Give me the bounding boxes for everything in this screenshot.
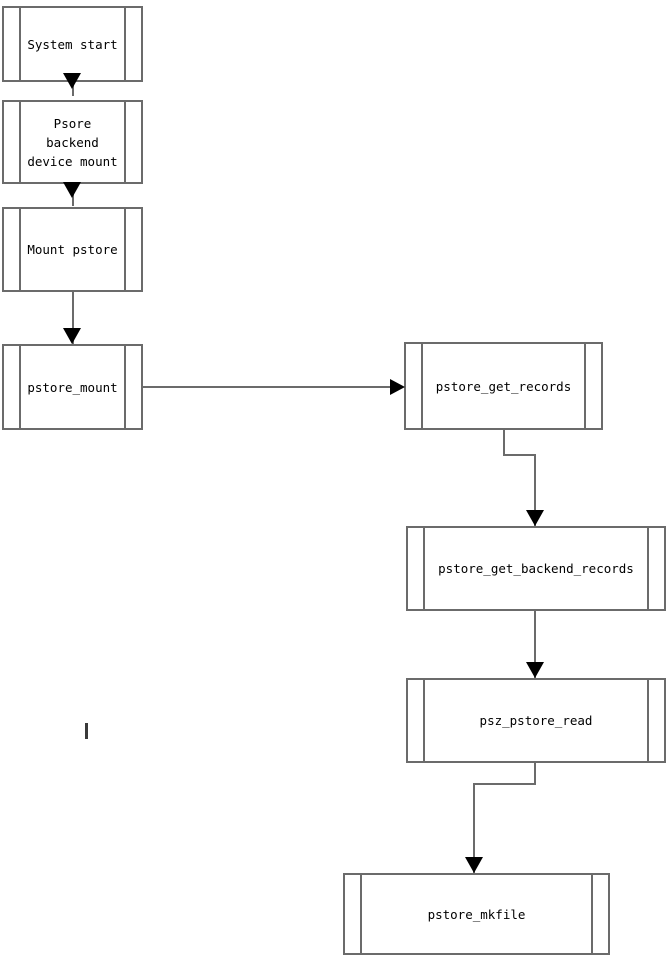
edge-psz-read-to-mkfile (473, 783, 475, 873)
stray-tick-mark (85, 723, 88, 739)
subroutine-left-bar (423, 528, 425, 609)
subroutine-right-bar (124, 102, 126, 182)
node-label: pstore_mkfile (427, 906, 526, 922)
subroutine-left-bar (423, 680, 425, 761)
node-mount-pstore[interactable]: Mount pstore (2, 207, 143, 292)
subroutine-right-bar (591, 875, 593, 953)
subroutine-left-bar (19, 8, 21, 80)
edge-psz-read-drop (534, 763, 536, 785)
edge-pstore-mount-to-get-records (143, 386, 393, 388)
node-label: System start (27, 36, 118, 52)
node-pstore-get-backend-records[interactable]: pstore_get_backend_records (406, 526, 666, 611)
node-pstore-mkfile[interactable]: pstore_mkfile (343, 873, 610, 955)
subroutine-right-bar (124, 8, 126, 80)
node-system-start[interactable]: System start (2, 6, 143, 82)
subroutine-right-bar (647, 680, 649, 761)
subroutine-left-bar (19, 102, 21, 182)
edge-arrowhead (526, 662, 544, 678)
subroutine-right-bar (124, 209, 126, 290)
subroutine-left-bar (19, 209, 21, 290)
node-label: Mount pstore (27, 242, 118, 257)
edge-get-records-to-backend-records (534, 454, 536, 526)
edge-mount-pstore-to-pstore-mount (72, 292, 74, 344)
edge-arrowhead (63, 328, 81, 344)
node-pstore-get-records[interactable]: pstore_get_records (404, 342, 603, 430)
subroutine-right-bar (647, 528, 649, 609)
edge-arrowhead (526, 510, 544, 526)
node-label: pstore_mount (27, 379, 118, 395)
subroutine-left-bar (360, 875, 362, 953)
subroutine-right-bar (584, 344, 586, 428)
edge-psz-read-jog (473, 783, 536, 785)
subroutine-left-bar (19, 346, 21, 428)
edge-get-records-drop (503, 430, 505, 456)
edge-arrowhead (390, 379, 405, 395)
node-label: pstore_get_backend_records (438, 561, 634, 576)
edge-arrowhead (63, 73, 81, 89)
subroutine-right-bar (124, 346, 126, 428)
edge-backend-records-to-psz-read (534, 611, 536, 678)
node-label: pstore_get_records (435, 378, 572, 394)
node-label: Psore backend device mount (27, 115, 118, 169)
edge-get-records-jog (503, 454, 536, 456)
node-psore-backend-device-mount[interactable]: Psore backend device mount (2, 100, 143, 184)
node-label: psz_pstore_read (479, 713, 593, 728)
edge-arrowhead (63, 182, 81, 198)
edge-arrowhead (465, 857, 483, 873)
node-pstore-mount[interactable]: pstore_mount (2, 344, 143, 430)
node-psz-pstore-read[interactable]: psz_pstore_read (406, 678, 666, 763)
subroutine-left-bar (421, 344, 423, 428)
